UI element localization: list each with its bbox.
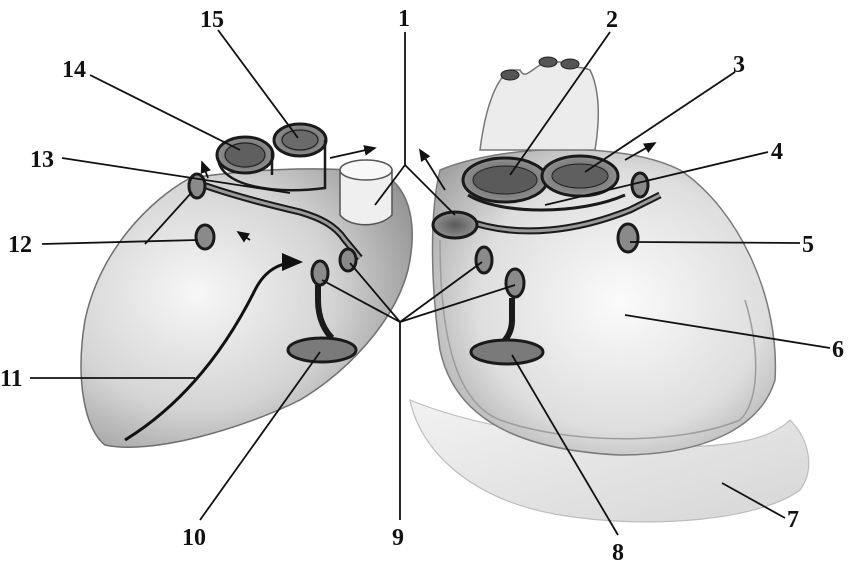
right-vessel-top-right bbox=[632, 173, 648, 197]
left-valve-ring-14-inner bbox=[225, 143, 265, 167]
left-vessel-12 bbox=[196, 225, 214, 249]
right-valve-ring-2-inner bbox=[473, 166, 537, 194]
label-9: 9 bbox=[392, 525, 404, 551]
label-14: 14 bbox=[62, 57, 86, 83]
label-7: 7 bbox=[787, 507, 799, 533]
leader-15 bbox=[218, 30, 298, 138]
right-heart-view bbox=[410, 57, 809, 522]
leader-14 bbox=[90, 75, 240, 150]
left-arrow-b bbox=[330, 148, 375, 158]
left-valve-ring-15-inner bbox=[282, 130, 318, 150]
label-4: 4 bbox=[771, 139, 783, 165]
right-vessel-top-3 bbox=[561, 59, 579, 69]
left-aorta-top bbox=[340, 160, 392, 180]
label-5: 5 bbox=[802, 232, 814, 258]
label-11: 11 bbox=[0, 366, 23, 392]
right-vessel-8 bbox=[471, 340, 543, 364]
right-vessel-mid-a bbox=[476, 247, 492, 273]
label-1: 1 bbox=[398, 6, 410, 32]
label-8: 8 bbox=[612, 540, 624, 566]
right-vessel-left-ring bbox=[433, 212, 477, 238]
label-12: 12 bbox=[8, 232, 32, 258]
right-valve-ring-3-inner bbox=[552, 164, 608, 188]
label-15: 15 bbox=[200, 7, 224, 33]
left-vessel-10 bbox=[288, 338, 356, 362]
leader-3 bbox=[585, 72, 735, 172]
left-heart-view bbox=[81, 124, 412, 447]
label-10: 10 bbox=[182, 525, 206, 551]
label-13: 13 bbox=[30, 147, 54, 173]
right-vessel-top-1 bbox=[501, 70, 519, 80]
right-vessel-mid-b bbox=[506, 269, 524, 297]
right-vessel-5 bbox=[618, 224, 638, 252]
label-3: 3 bbox=[733, 52, 745, 78]
right-vessel-top-2 bbox=[539, 57, 557, 67]
label-6: 6 bbox=[832, 337, 844, 363]
label-2: 2 bbox=[606, 7, 618, 33]
leader-5 bbox=[630, 242, 800, 243]
